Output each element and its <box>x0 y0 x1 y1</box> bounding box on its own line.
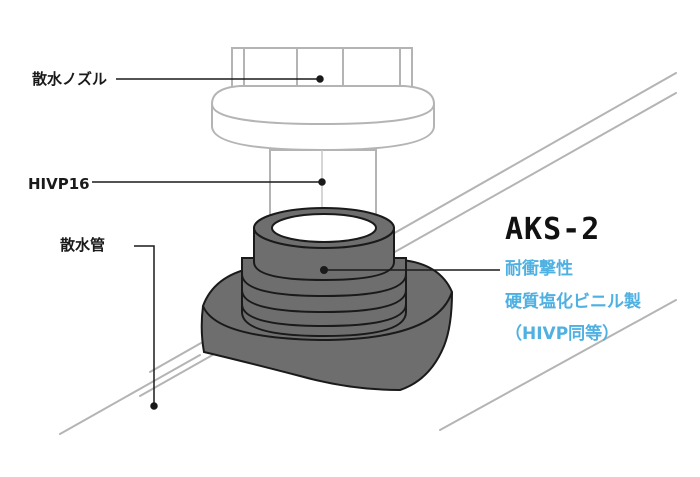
fitting-saddle-top <box>202 291 453 342</box>
feature-material: 硬質塩化ビニル製 <box>505 292 641 312</box>
leader-lines <box>92 75 500 410</box>
pipe-leader-dot <box>150 402 158 410</box>
feature-equivalent: （HIVP同等） <box>505 324 620 344</box>
nozzle <box>211 47 435 152</box>
fitting-thread-line-3 <box>241 303 407 328</box>
feature-impact-resistance: 耐衝撃性 <box>505 259 573 279</box>
fitting-thread-line-2 <box>241 289 407 314</box>
fitting-thread-line-1 <box>241 273 407 298</box>
nozzle-flange <box>211 85 435 152</box>
product-name: AKS-2 <box>505 212 601 247</box>
pipe-lower-edge <box>439 299 677 431</box>
pipe-lower-edge-inner <box>59 354 201 435</box>
hivp16-label: HIVP16 <box>28 175 90 193</box>
nozzle-label: 散水ノズル <box>32 70 108 88</box>
aks-fitting <box>200 207 454 392</box>
pipe-leader <box>134 245 155 406</box>
nozzle-flange-top <box>211 103 435 126</box>
nozzle-leader-dot <box>316 75 324 83</box>
hivp16-leader-dot <box>318 178 326 186</box>
fitting-bore <box>271 213 377 243</box>
pipe-label: 散水管 <box>60 236 106 254</box>
